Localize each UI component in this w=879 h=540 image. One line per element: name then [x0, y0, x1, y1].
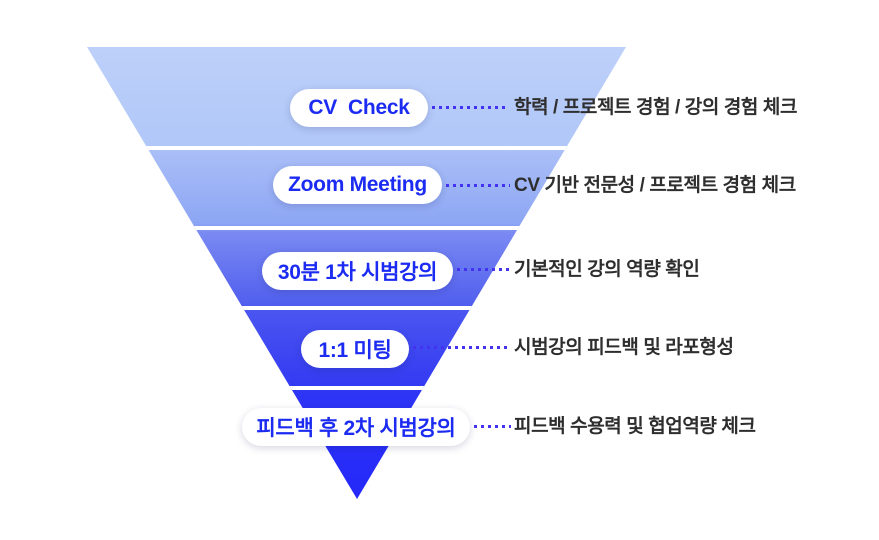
- band-separator-2: [87, 226, 626, 230]
- stage-pill-second-demo-lecture: 피드백 후 2차 시범강의: [242, 408, 470, 446]
- stage-pill-zoom-meeting: Zoom Meeting: [273, 166, 442, 204]
- stage-label-one-on-one-meeting: 1:1 미팅: [318, 339, 392, 362]
- dotted-connector-4: [413, 346, 509, 349]
- dotted-connector-2: [446, 184, 510, 187]
- band-separator-4: [87, 386, 626, 390]
- stage-label-second-demo-lecture: 피드백 후 2차 시범강의: [256, 417, 456, 440]
- stage-label-first-demo-lecture: 30분 1차 시범강의: [277, 261, 438, 284]
- stage-description-one-on-one-meeting: 시범강의 피드백 및 라포형성: [514, 337, 734, 358]
- dotted-connector-1: [432, 106, 508, 109]
- stage-description-first-demo-lecture: 기본적인 강의 역량 확인: [514, 259, 700, 280]
- stage-label-cv-check: CV Check: [308, 96, 410, 119]
- stage-pill-cv-check: CV Check: [290, 89, 428, 127]
- stage-pill-one-on-one-meeting: 1:1 미팅: [301, 330, 409, 368]
- stage-pill-first-demo-lecture: 30분 1차 시범강의: [262, 252, 453, 290]
- band-separator-1: [87, 146, 626, 150]
- band-separator-3: [87, 306, 626, 310]
- dotted-connector-5: [474, 425, 511, 428]
- stage-description-cv-check: 학력 / 프로젝트 경험 / 강의 경험 체크: [514, 97, 798, 118]
- stage-label-zoom-meeting: Zoom Meeting: [288, 173, 427, 196]
- stage-description-second-demo-lecture: 피드백 수용력 및 협업역량 체크: [514, 416, 756, 437]
- dotted-connector-3: [457, 268, 511, 271]
- stage-description-zoom-meeting: CV 기반 전문성 / 프로젝트 경험 체크: [514, 175, 796, 196]
